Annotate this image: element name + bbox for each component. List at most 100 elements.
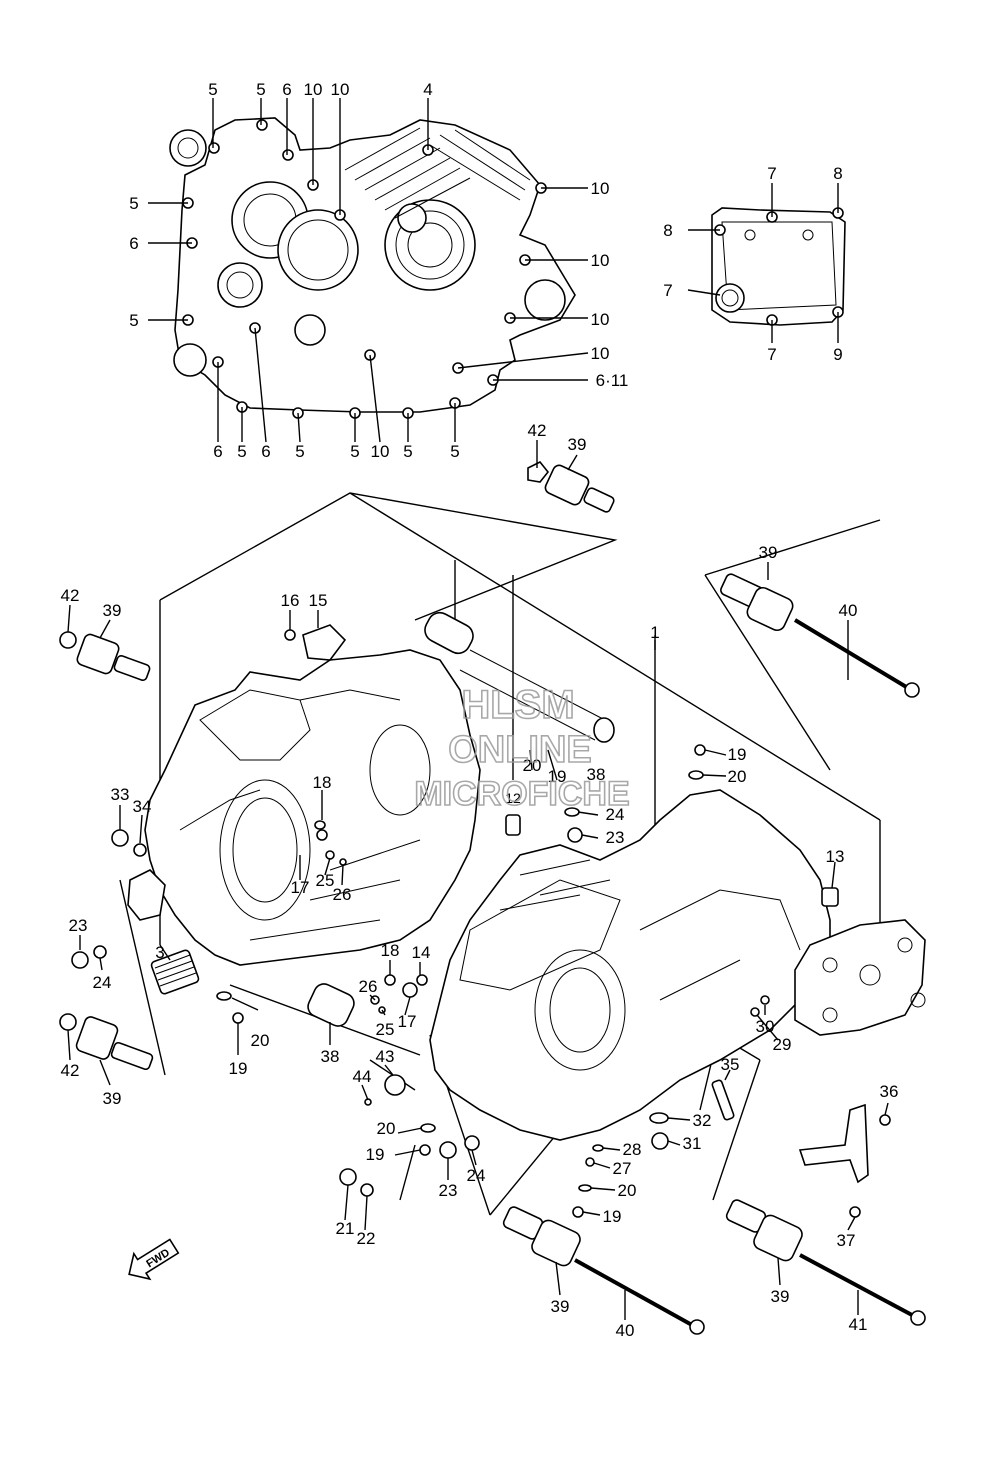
- callout-20: 20: [523, 756, 542, 775]
- callout-5: 5: [237, 442, 246, 461]
- callout-10: 10: [591, 310, 610, 329]
- callout-10: 10: [304, 80, 323, 99]
- callout-7: 7: [767, 164, 776, 183]
- callout-3: 3: [155, 943, 164, 962]
- callout-36: 36: [880, 1082, 899, 1101]
- callout-43: 43: [376, 1047, 395, 1066]
- callout-5: 5: [403, 442, 412, 461]
- callout-37: 37: [837, 1231, 856, 1250]
- mount-sleeve-bottom-center: [502, 1206, 705, 1335]
- callout-8: 8: [663, 221, 672, 240]
- callout-19: 19: [366, 1145, 385, 1164]
- callout-20: 20: [728, 767, 747, 786]
- callout-18: 18: [313, 773, 332, 792]
- callout-40: 40: [839, 601, 858, 620]
- right-crankcase-half: [429, 789, 831, 1141]
- callout-19: 19: [603, 1207, 622, 1226]
- callout-7: 7: [663, 281, 672, 300]
- main-labels: 42 39 39 40 42 39 16 15 1 19 20 20 19 38…: [61, 421, 899, 1340]
- callout-39: 39: [103, 601, 122, 620]
- callout-26: 26: [359, 977, 378, 996]
- callout-42: 42: [61, 1061, 80, 1080]
- callout-5: 5: [208, 80, 217, 99]
- spring-3: [150, 949, 200, 995]
- dowel-12: [505, 814, 521, 836]
- callout-6: 6: [213, 442, 222, 461]
- callout-31: 31: [683, 1134, 702, 1153]
- callout-23: 23: [69, 916, 88, 935]
- callout-39: 39: [771, 1287, 790, 1306]
- exploded-crankcase-view: 42 39 39 40 42 39 16 15 1 19 20 20 19 38…: [59, 421, 926, 1340]
- callout-25: 25: [316, 871, 335, 890]
- callout-29: 29: [773, 1035, 792, 1054]
- callout-34: 34: [133, 797, 152, 816]
- callout-10: 10: [591, 179, 610, 198]
- watermark-line3: MICROFICHE: [414, 775, 629, 813]
- callout-40: 40: [616, 1321, 635, 1340]
- callout-15: 15: [309, 591, 328, 610]
- callout-24: 24: [93, 973, 112, 992]
- callout-10: 10: [591, 251, 610, 270]
- callout-26: 26: [333, 885, 352, 904]
- callout-23: 23: [439, 1181, 458, 1200]
- callout-13: 13: [826, 847, 845, 866]
- callout-5: 5: [129, 194, 138, 213]
- dowel-13: [821, 887, 839, 907]
- watermark-line2: ONLINE: [448, 729, 592, 771]
- callout-1: 1: [650, 623, 659, 642]
- mount-sleeve-top-left: [527, 460, 615, 513]
- callout-22: 22: [357, 1229, 376, 1248]
- callout-39: 39: [568, 435, 587, 454]
- callout-30: 30: [756, 1017, 775, 1036]
- callout-18: 18: [381, 941, 400, 960]
- watermark-line1: HLSM: [461, 683, 574, 727]
- callout-19: 19: [728, 745, 747, 764]
- callout-42: 42: [528, 421, 547, 440]
- callout-38: 38: [587, 765, 606, 784]
- sleeve-38-upper: [424, 611, 615, 743]
- callout-38: 38: [321, 1047, 340, 1066]
- callout-6-11: 6·11: [596, 371, 629, 390]
- cover-leaders: [687, 183, 839, 343]
- callout-27: 27: [613, 1159, 632, 1178]
- left-crankcase-half: [144, 649, 481, 966]
- callout-23: 23: [606, 828, 625, 847]
- callout-9: 9: [833, 345, 842, 364]
- callout-16: 16: [281, 591, 300, 610]
- fwd-arrow-badge: FWD: [128, 1238, 180, 1281]
- top-case-labels: 5 5 6 10 10 4 10 5 10 6 10 5 10 10 6·11 …: [129, 80, 628, 461]
- cover-plate-view: 7 8 8 7 7 9: [663, 164, 846, 364]
- crankcase-face-view: 5 5 6 10 10 4 10 5 10 6 10 5 10 10 6·11 …: [129, 80, 628, 461]
- callout-39: 39: [551, 1297, 570, 1316]
- callout-8: 8: [833, 164, 842, 183]
- small-fittings: [71, 624, 891, 1218]
- callout-42: 42: [61, 586, 80, 605]
- callout-19: 19: [229, 1059, 248, 1078]
- callout-20: 20: [251, 1031, 270, 1050]
- callout-20: 20: [618, 1181, 637, 1200]
- pin-35: [711, 1079, 735, 1121]
- callout-35: 35: [721, 1055, 740, 1074]
- top-leaders: [148, 98, 589, 443]
- callout-24: 24: [467, 1166, 486, 1185]
- callout-7: 7: [767, 345, 776, 364]
- callout-5: 5: [129, 311, 138, 330]
- callout-6: 6: [129, 234, 138, 253]
- callout-12: 12: [505, 790, 521, 806]
- watermark: HLSM ONLINE MICROFICHE: [414, 682, 631, 814]
- callout-28: 28: [623, 1140, 642, 1159]
- callout-5: 5: [295, 442, 304, 461]
- callout-5: 5: [350, 442, 359, 461]
- mount-sleeve-left: [59, 631, 151, 682]
- callout-17: 17: [291, 878, 310, 897]
- main-leaders: [67, 440, 889, 1320]
- callout-10: 10: [591, 344, 610, 363]
- callout-14: 14: [412, 943, 431, 962]
- callout-39: 39: [103, 1089, 122, 1108]
- callout-6: 6: [261, 442, 270, 461]
- callout-41: 41: [849, 1315, 868, 1334]
- bolt-holes: [182, 119, 547, 419]
- callout-19: 19: [548, 767, 567, 786]
- callout-5: 5: [256, 80, 265, 99]
